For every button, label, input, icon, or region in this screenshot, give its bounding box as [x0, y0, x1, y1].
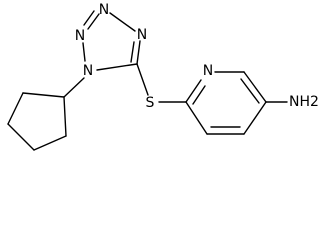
bond-c2-n1	[185, 79, 202, 103]
bond-cp-3	[7, 123, 35, 151]
bond-c5-sulfur	[136, 63, 149, 96]
bond-n-top-n-upper	[87, 13, 100, 30]
atom-label-n-substituted: N	[83, 63, 93, 79]
thioether-linkage	[136, 63, 187, 103]
bond-n-top-n-upper-double	[83, 10, 95, 26]
bond-c3-c2	[185, 101, 208, 135]
tetrazole-ring	[82, 10, 141, 71]
bond-n-upper-n-substituted	[82, 42, 86, 62]
bond-n-top-n-right	[109, 12, 136, 32]
molecule-structure: N N N N S N NH2	[7, 2, 319, 151]
pyridine-ring	[185, 71, 288, 135]
bond-n-substituted-cyclopentyl	[63, 77, 85, 98]
bond-c5-c4	[243, 101, 267, 135]
bond-n-right-c5-double	[130, 41, 135, 63]
atom-label-amine: NH2	[289, 94, 319, 110]
atom-label-n-top: N	[99, 2, 109, 18]
bond-c6-c5	[243, 71, 267, 103]
bond-c6-c5-double	[240, 78, 260, 104]
bond-n-right-c5	[136, 40, 141, 65]
atom-label-n-upper: N	[75, 28, 85, 44]
bond-c5-n-substituted	[96, 63, 138, 71]
cyclopentyl-ring	[7, 77, 85, 151]
atom-label-sulfur: S	[146, 95, 155, 111]
bond-cp-2	[7, 92, 24, 125]
atom-label-n-right: N	[137, 27, 147, 43]
bond-cp-1	[22, 92, 65, 98]
bond-cp-5	[63, 96, 67, 137]
bond-c2-n1-double	[192, 85, 206, 105]
bond-cp-4	[33, 135, 67, 151]
atom-label-pyridine-n: N	[203, 63, 213, 79]
